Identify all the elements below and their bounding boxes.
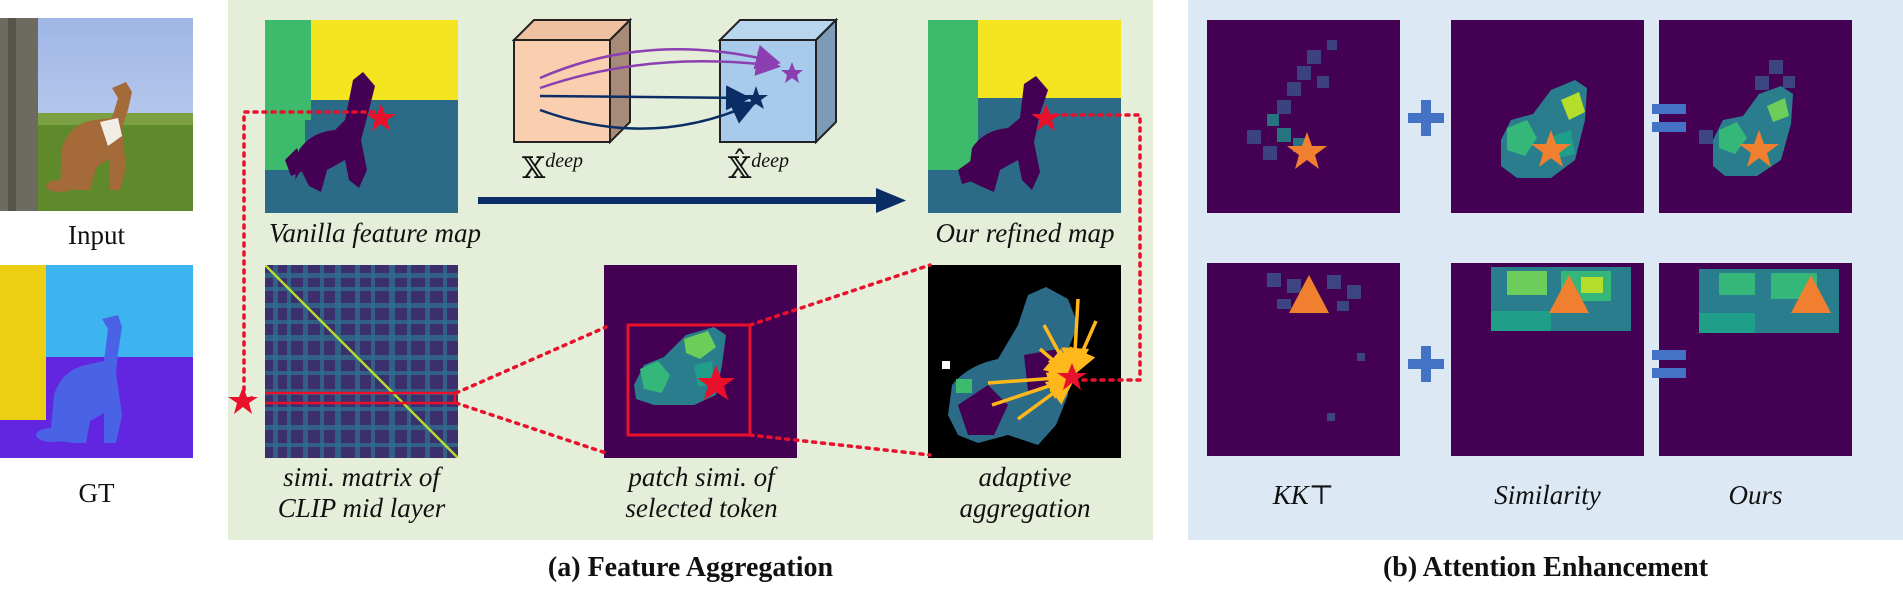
input-label: Input xyxy=(68,220,125,250)
star-icon xyxy=(697,365,735,400)
cube-left-label: 𝕏deep xyxy=(522,150,584,185)
feature-cubes-diagram xyxy=(480,0,870,210)
triangle-icon xyxy=(1549,275,1589,313)
refined-caption: Our refined map xyxy=(935,218,1115,248)
similarity-heatmap-triangle xyxy=(1451,263,1644,456)
star-icon xyxy=(781,62,803,83)
similarity-matrix xyxy=(265,265,458,458)
patch-simi-caption: patch simi. of selected token xyxy=(625,462,778,523)
equals-icon xyxy=(1652,350,1686,378)
refined-feature-map xyxy=(928,20,1121,213)
equals-icon xyxy=(1652,104,1686,132)
simi-matrix-caption: simi. matrix of CLIP mid layer xyxy=(277,462,446,523)
vanilla-caption: Vanilla feature map xyxy=(269,218,481,248)
gt-segmentation xyxy=(0,265,193,458)
refine-arrow xyxy=(478,186,908,216)
star-icon xyxy=(744,86,768,109)
cube-right-label: 𝕏̂deep xyxy=(728,150,790,185)
star-icon xyxy=(1531,130,1571,167)
plus-icon xyxy=(1408,100,1444,136)
adaptive-caption: adaptive aggregation xyxy=(959,462,1091,523)
patch-similarity-map xyxy=(604,265,797,458)
gt-label: GT xyxy=(78,478,115,508)
kk-heatmap-triangle xyxy=(1207,263,1400,456)
similarity-label: Similarity xyxy=(1494,480,1601,510)
ours-heatmap-triangle xyxy=(1659,263,1852,456)
kk-label: KK⊤ xyxy=(1272,480,1335,510)
triangle-icon xyxy=(1791,275,1831,313)
input-photo xyxy=(0,18,193,211)
panel-a-title: (a) Feature Aggregation xyxy=(547,552,834,583)
triangle-icon xyxy=(1289,275,1329,313)
similarity-heatmap-star xyxy=(1451,20,1644,213)
panel-b-title: (b) Attention Enhancement xyxy=(1382,552,1709,583)
kk-heatmap-star xyxy=(1207,20,1400,213)
star-icon xyxy=(1287,132,1327,169)
ours-label: Ours xyxy=(1728,480,1783,510)
ours-heatmap-star xyxy=(1659,20,1852,213)
adaptive-aggregation-map xyxy=(928,265,1121,458)
plus-icon xyxy=(1408,346,1444,382)
star-icon xyxy=(1739,130,1779,167)
vanilla-feature-map xyxy=(265,20,458,213)
